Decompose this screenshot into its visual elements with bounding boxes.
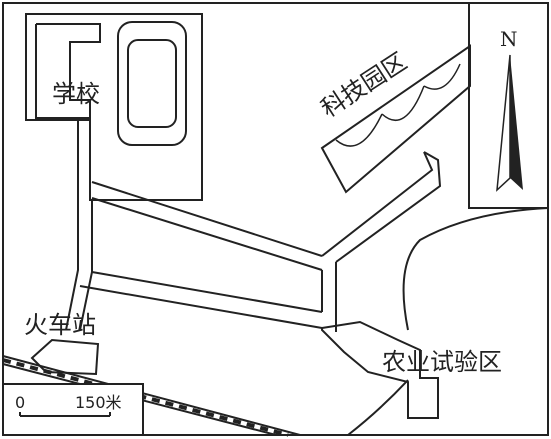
road-left-outer — [65, 120, 79, 331]
tech-park-label: 科技园区 — [316, 47, 412, 123]
road-upper-top — [91, 181, 323, 257]
tech-park-area — [320, 44, 471, 194]
road-techpark-right — [335, 151, 442, 263]
north-arrow-icon — [496, 54, 523, 192]
road-lower-bottom — [79, 285, 323, 329]
scale-bar-start: 0 — [15, 393, 25, 412]
scale-bar-end: 150米 — [75, 393, 122, 412]
road-upper-bottom — [91, 197, 323, 271]
north-arrow-panel: N — [468, 3, 548, 209]
road-techpark-left — [321, 151, 434, 257]
running-track — [117, 21, 187, 146]
road-bottom-right — [347, 379, 409, 436]
train-station-building — [30, 338, 100, 376]
school-label: 学校 — [52, 80, 100, 108]
scale-bar — [2, 383, 144, 436]
north-arrow-label: N — [500, 27, 518, 51]
agri-test-zone-area — [321, 320, 439, 419]
road-network — [65, 120, 549, 436]
agri-test-zone-label: 农业试验区 — [382, 348, 502, 376]
train-station-label: 火车站 — [24, 311, 96, 339]
school-compound — [25, 13, 203, 201]
road-lower-top — [91, 271, 323, 313]
region-boundary — [402, 207, 549, 331]
